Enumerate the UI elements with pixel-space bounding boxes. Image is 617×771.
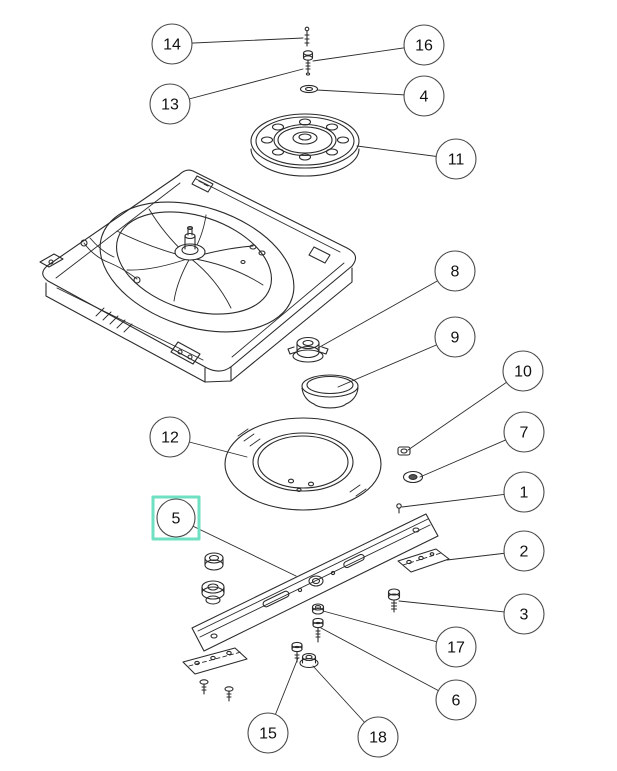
callout-4[interactable]: 4 <box>403 75 445 117</box>
callout-circle <box>503 530 545 572</box>
part-nut-17 <box>311 603 325 615</box>
part-washer-4 <box>299 84 319 94</box>
part-blade-adapter-8 <box>287 336 329 363</box>
callout-label: 5 <box>172 511 181 528</box>
callout-circle <box>503 593 545 635</box>
callout-18[interactable]: 18 <box>357 716 399 758</box>
part-bolt-6 <box>312 617 324 643</box>
callout-2[interactable]: 2 <box>503 530 545 572</box>
part-plate-bottom <box>182 647 248 702</box>
callout-3[interactable]: 3 <box>503 593 545 635</box>
callout-16[interactable]: 16 <box>403 24 445 66</box>
callout-9[interactable]: 9 <box>434 316 476 358</box>
callout-label: 4 <box>420 89 429 106</box>
callout-label: 8 <box>451 264 460 281</box>
part-bolt-3 <box>387 588 401 613</box>
callout-label: 6 <box>452 693 461 710</box>
callout-8[interactable]: 8 <box>434 250 476 292</box>
callout-7[interactable]: 7 <box>503 411 545 453</box>
part-nut-10 <box>397 446 411 456</box>
callout-circle <box>403 24 445 66</box>
callout-label: 13 <box>161 97 179 114</box>
part-blade-5 <box>191 513 439 652</box>
callout-11[interactable]: 11 <box>435 138 477 180</box>
part-hex-nut-blade <box>204 552 224 571</box>
callout-5[interactable]: 5 <box>156 498 196 538</box>
part-cover-cup-9 <box>301 374 359 409</box>
callout-label: 14 <box>163 37 181 54</box>
callout-circle <box>503 471 545 513</box>
callout-12[interactable]: 12 <box>149 416 191 458</box>
highlight-box-item-5 <box>151 495 201 541</box>
callout-circle <box>357 716 399 758</box>
part-screw-top <box>304 26 310 47</box>
callouts: 14 13 16 4 11 8 <box>149 23 545 758</box>
callout-13[interactable]: 13 <box>149 83 191 125</box>
callout-circle <box>149 416 191 458</box>
part-washer-7 <box>402 470 424 484</box>
callout-label: 17 <box>447 640 465 657</box>
callout-circle <box>156 498 196 538</box>
part-deck-drawing <box>39 169 357 383</box>
callout-circle <box>435 138 477 180</box>
callout-label: 1 <box>520 485 529 502</box>
callout-15[interactable]: 15 <box>247 712 289 754</box>
callout-circle <box>435 626 477 668</box>
callout-circle <box>434 250 476 292</box>
callout-label: 3 <box>520 607 529 624</box>
callout-label: 12 <box>161 430 179 447</box>
part-pulley-11 <box>250 113 360 177</box>
callout-17[interactable]: 17 <box>435 626 477 668</box>
callout-label: 11 <box>448 152 465 169</box>
callout-label: 9 <box>451 330 460 347</box>
callout-circle <box>435 679 477 721</box>
callout-label: 18 <box>369 730 387 747</box>
part-flange-nut-18 <box>299 652 319 669</box>
callout-circle <box>149 83 191 125</box>
artwork: 14 13 16 4 11 8 <box>39 23 545 758</box>
callout-label: 2 <box>520 544 529 561</box>
part-bolt-spindle <box>302 50 314 76</box>
callout-1[interactable]: 1 <box>503 471 545 513</box>
callout-10[interactable]: 10 <box>502 350 544 392</box>
callout-circle <box>151 23 193 65</box>
callout-label: 7 <box>520 425 529 442</box>
callout-14[interactable]: 14 <box>151 23 193 65</box>
callout-circle <box>503 411 545 453</box>
callout-label: 16 <box>415 38 433 55</box>
part-screw-1 <box>396 503 402 514</box>
callout-circle <box>247 712 289 754</box>
part-bolt-15 <box>291 641 303 663</box>
callout-label: 15 <box>259 726 277 743</box>
part-plate-2 <box>397 548 450 573</box>
callout-circle <box>502 350 544 392</box>
callout-circle <box>434 316 476 358</box>
callout-6[interactable]: 6 <box>435 679 477 721</box>
callout-circle <box>403 75 445 117</box>
callout-label: 10 <box>514 364 532 381</box>
part-ring-12 <box>224 417 382 511</box>
part-washer-blade <box>201 580 225 605</box>
